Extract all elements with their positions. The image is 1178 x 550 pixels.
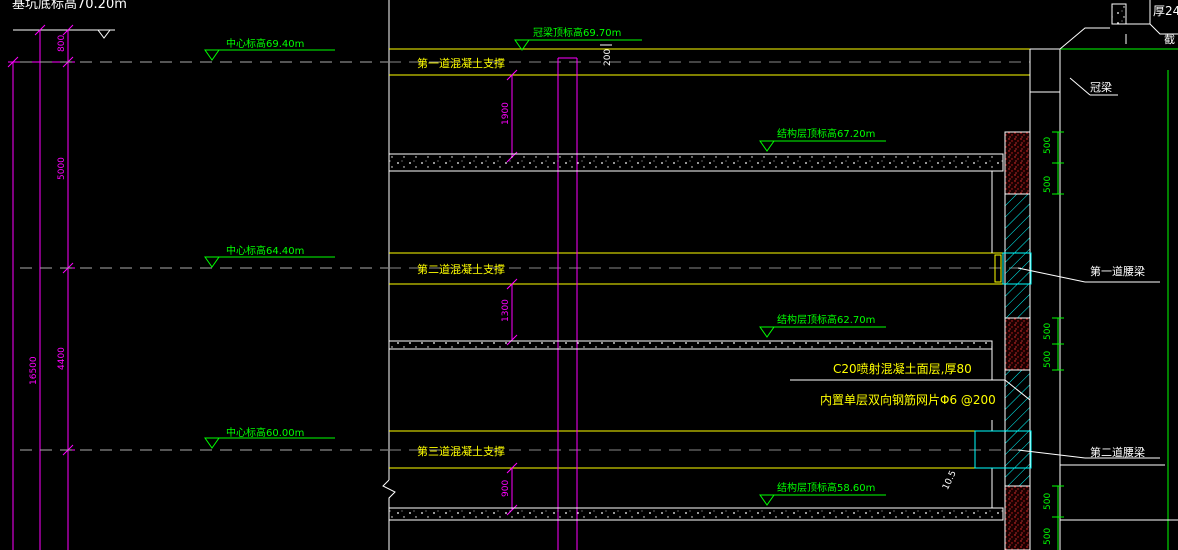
crown-beam-label: 冠梁 (1090, 80, 1112, 94)
dim-500-e: 500 (1043, 493, 1053, 510)
dim-5000: 5000 (57, 157, 67, 180)
elevation-struct-2: 结构层顶标高62.70m (777, 313, 875, 326)
top-right-label-b: 截 (1164, 32, 1175, 46)
slope-label: 10.5 (941, 469, 959, 491)
supports (389, 48, 1030, 469)
retaining-wall (974, 27, 1178, 550)
crown-elev-marker (514, 39, 530, 51)
column-pile (557, 57, 578, 550)
dim-500-c: 500 (1043, 323, 1053, 340)
dim-16500: 16500 (29, 356, 39, 385)
center-lines (20, 49, 388, 451)
waist-beam-2-label: 第二道腰梁 (1090, 445, 1145, 459)
note-line-1: C20喷射混凝土面层,厚80 (833, 361, 972, 376)
elevation-center-2: 中心标高64.40m (226, 244, 304, 257)
note-leader-tail (1004, 379, 1031, 401)
support-label-2: 第二道混凝土支撑 (417, 262, 505, 276)
struct-level-markers (759, 140, 886, 506)
dim-500-a: 500 (1043, 137, 1053, 154)
dim-500-f: 500 (1043, 528, 1053, 545)
support-label-1: 第一道混凝土支撑 (417, 56, 505, 70)
pit-bottom-elevation: 基坑底标高70.20m (12, 0, 127, 12)
support-label-3: 第三道混凝土支撑 (417, 444, 505, 458)
crown-beam-leader (1069, 77, 1091, 96)
dim-4400: 4400 (57, 347, 67, 370)
waist-beam-1-label: 第一道腰梁 (1090, 264, 1145, 278)
top-right-fragments (1111, 0, 1178, 44)
dim-200: 200 (603, 49, 613, 66)
elevation-center-3: 中心标高60.00m (226, 426, 304, 439)
left-dimensions (7, 24, 115, 550)
top-right-label-a: 厚24 (1153, 4, 1178, 18)
dim-1300: 1300 (501, 299, 511, 322)
elevation-struct-3: 结构层顶标高58.60m (777, 481, 875, 494)
elevation-crown-top: 冠梁顶标高69.70m (533, 26, 621, 39)
right-dimensions (1052, 70, 1178, 550)
elevation-center-1: 中心标高69.40m (226, 37, 304, 50)
mid-dimensions (506, 69, 518, 516)
dim-900: 900 (501, 480, 511, 497)
dim-1900: 1900 (501, 102, 511, 125)
dim-800: 800 (57, 35, 67, 52)
slabs (388, 153, 1004, 521)
dim-500-d: 500 (1043, 351, 1053, 368)
note-line-2: 内置单层双向钢筋网片Φ6 @200 (820, 392, 996, 407)
dim-500-b: 500 (1043, 176, 1053, 193)
elevation-struct-1: 结构层顶标高67.20m (777, 127, 875, 140)
waist-beam-2-leader (1017, 449, 1086, 459)
waist-beam-1-leader (1017, 267, 1086, 283)
